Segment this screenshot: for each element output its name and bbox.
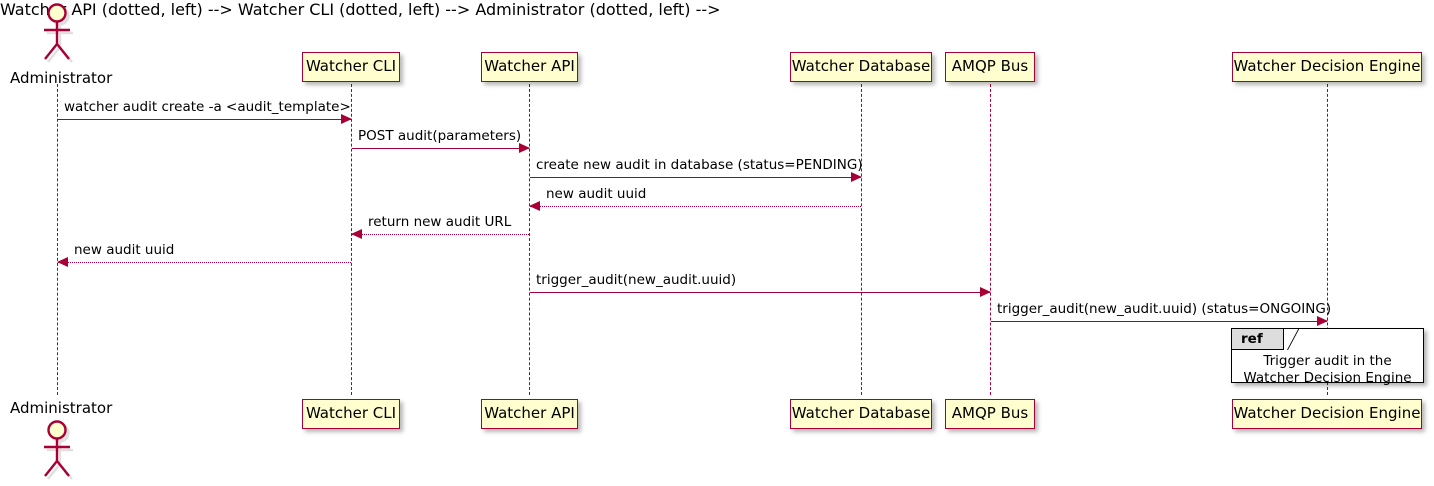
- arrowhead-left-icon: [57, 257, 68, 267]
- message-label: create new audit in database (status=PEN…: [536, 157, 863, 173]
- message-line: [352, 148, 529, 149]
- message-label: POST audit(parameters): [358, 128, 522, 144]
- ref-fragment-body: Trigger audit in the Watcher Decision En…: [1232, 353, 1423, 387]
- participant-amqp-bus-top[interactable]: AMQP Bus: [945, 52, 1035, 82]
- actor-administrator-bottom: [33, 419, 81, 485]
- participant-watcher-api-top[interactable]: Watcher API: [481, 52, 578, 82]
- lifeline-watcher-cli: [351, 84, 352, 395]
- ref-fragment-line-1: Trigger audit in the: [1263, 353, 1392, 369]
- actor-label-administrator-bottom: Administrator: [10, 399, 113, 417]
- message-line: [352, 234, 529, 235]
- ref-fragment-tab: ref: [1232, 329, 1284, 350]
- message-label: new audit uuid: [546, 186, 647, 202]
- lifeline-watcher-decision-engine: [1327, 84, 1328, 395]
- actor-label-administrator-top: Administrator: [10, 69, 113, 87]
- ref-fragment-tab-corner-icon: [1287, 329, 1314, 350]
- arrowhead-right-icon: [1317, 316, 1328, 326]
- message-label: trigger_audit(new_audit.uuid) (status=ON…: [997, 301, 1332, 317]
- lifeline-watcher-api: [529, 84, 530, 395]
- lifeline-administrator: [57, 84, 58, 395]
- ref-fragment[interactable]: ref Trigger audit in the Watcher Decisio…: [1231, 328, 1424, 386]
- arrowhead-right-icon: [341, 114, 352, 124]
- message-line: [58, 119, 351, 120]
- participant-watcher-decision-engine-top[interactable]: Watcher Decision Engine: [1232, 52, 1422, 82]
- lifeline-watcher-database: [861, 84, 862, 395]
- actor-administrator-top: [33, 2, 81, 68]
- arrowhead-right-icon: [980, 287, 991, 297]
- arrowhead-left-icon: [351, 229, 362, 239]
- message-line: [530, 206, 861, 207]
- arrowhead-right-icon: [519, 143, 530, 153]
- message-line: [58, 262, 351, 263]
- arrowhead-left-icon: [529, 201, 540, 211]
- message-line: [530, 292, 990, 293]
- actor-icon: [44, 420, 73, 480]
- arrowhead-right-icon: [851, 172, 862, 182]
- message-line: [991, 321, 1327, 322]
- participant-watcher-database-bottom[interactable]: Watcher Database: [790, 399, 932, 429]
- participant-watcher-api-bottom[interactable]: Watcher API: [481, 399, 578, 429]
- participant-amqp-bus-bottom[interactable]: AMQP Bus: [945, 399, 1035, 429]
- ref-fragment-line-2: Watcher Decision Engine: [1243, 370, 1412, 386]
- participant-watcher-cli-bottom[interactable]: Watcher CLI: [302, 399, 400, 429]
- message-label: trigger_audit(new_audit.uuid): [536, 272, 737, 288]
- lifeline-amqp-bus: [990, 84, 991, 395]
- participant-watcher-cli-top[interactable]: Watcher CLI: [302, 52, 400, 82]
- message-line: [530, 177, 861, 178]
- message-label: return new audit URL: [368, 214, 512, 230]
- participant-watcher-database-top[interactable]: Watcher Database: [790, 52, 932, 82]
- message-label: new audit uuid: [74, 242, 175, 258]
- participant-watcher-decision-engine-bottom[interactable]: Watcher Decision Engine: [1232, 399, 1422, 429]
- actor-icon: [44, 3, 73, 63]
- message-label: watcher audit create -a <audit_template>: [64, 99, 351, 115]
